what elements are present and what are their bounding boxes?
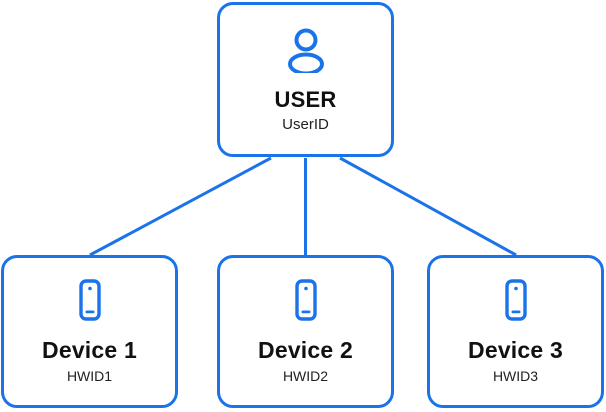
person-icon bbox=[284, 27, 328, 75]
connector-user-to-device-1 bbox=[89, 156, 272, 257]
node-device-1[interactable]: Device 1 HWID1 bbox=[1, 255, 178, 408]
node-device-3[interactable]: Device 3 HWID3 bbox=[427, 255, 604, 408]
node-device-2-title: Device 2 bbox=[258, 337, 353, 363]
connector-user-to-device-3 bbox=[339, 156, 517, 257]
node-user-subtitle: UserID bbox=[282, 115, 329, 133]
mobile-phone-icon bbox=[292, 279, 320, 321]
node-device-3-subtitle: HWID3 bbox=[492, 368, 539, 384]
node-device-3-title: Device 3 bbox=[468, 337, 563, 363]
node-device-2[interactable]: Device 2 HWID2 bbox=[217, 255, 394, 408]
node-device-1-subtitle: HWID1 bbox=[66, 368, 113, 384]
mobile-phone-icon bbox=[502, 279, 530, 321]
mobile-phone-icon bbox=[76, 279, 104, 321]
node-device-1-title: Device 1 bbox=[42, 337, 137, 363]
node-user-title: USER bbox=[274, 86, 337, 112]
node-user[interactable]: USER UserID bbox=[217, 2, 394, 157]
node-device-2-subtitle: HWID2 bbox=[282, 368, 329, 384]
